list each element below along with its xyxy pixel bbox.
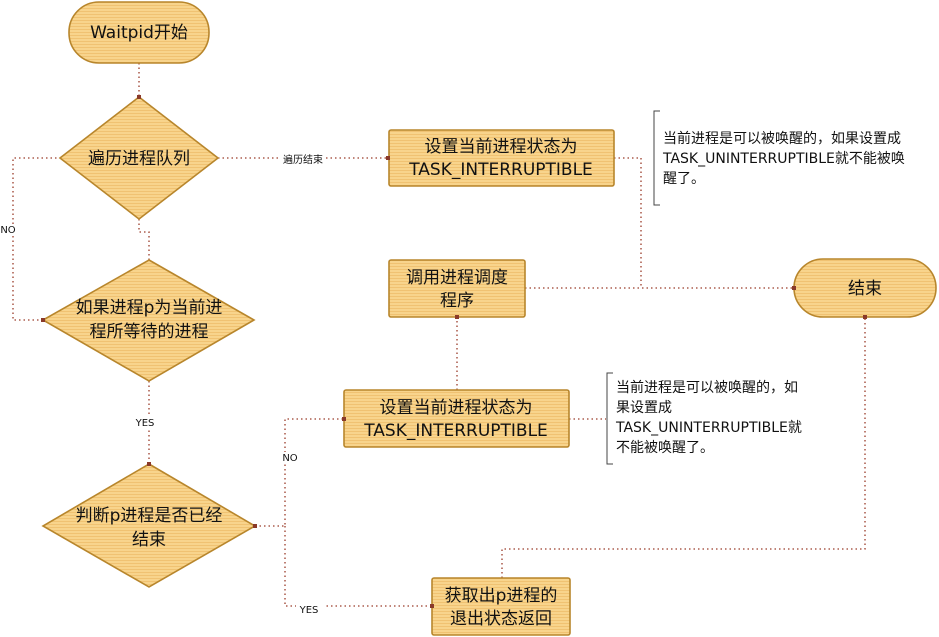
note-1-line-1: 当前进程是可以被唤醒的，如果设置成 <box>663 130 901 147</box>
edge-getexit-end <box>501 317 866 578</box>
check-p-decision: 如果进程p为当前进 程所等待的进程 <box>41 259 256 382</box>
edge-ended-setstate2 <box>255 418 344 527</box>
ended-label-2: 结束 <box>132 530 166 550</box>
note-1: 当前进程是可以被唤醒的，如果设置成 TASK_UNINTERRUPTIBLE就不… <box>653 110 905 206</box>
note-2-line-4: 不能被唤醒了。 <box>616 439 714 456</box>
note-1-line-3: 醒了。 <box>663 171 705 187</box>
note-2-line-3: TASK_UNINTERRUPTIBLE就 <box>615 420 802 436</box>
set-state-2-label-1: 设置当前进程状态为 <box>380 398 533 418</box>
note-1-line-2: TASK_UNINTERRUPTIBLE就不能被唤 <box>662 150 905 167</box>
edge-label-traverse-done: 遍历结束 <box>283 153 323 166</box>
set-state-1-label-2: TASK_INTERRUPTIBLE <box>408 160 593 180</box>
edge-label-no-2: NO <box>282 453 297 464</box>
edge-labels: 遍历结束 NO YES NO YES <box>0 153 326 616</box>
ports <box>41 95 867 608</box>
ended-label-1: 判断p进程是否已经 <box>76 506 223 526</box>
schedule-box: 调用进程调度 程序 <box>388 259 526 318</box>
note-2-line-2: 果设置成 <box>616 400 672 416</box>
edge-label-no-1: NO <box>0 225 15 236</box>
set-state-2-label-2: TASK_INTERRUPTIBLE <box>363 421 548 441</box>
ended-decision: 判断p进程是否已经 结束 <box>41 463 257 588</box>
edge-traverse-checkp <box>138 219 150 260</box>
end-label: 结束 <box>848 279 882 299</box>
schedule-label-2: 程序 <box>440 291 474 311</box>
start-node: Waitpid开始 <box>68 1 210 64</box>
note-2: 当前进程是可以被唤醒的，如 果设置成 TASK_UNINTERRUPTIBLE就… <box>606 372 802 465</box>
get-exit-box: 获取出p进程的 退出状态返回 <box>431 577 571 636</box>
start-label: Waitpid开始 <box>90 23 188 43</box>
schedule-label-1: 调用进程调度 <box>406 268 508 288</box>
edge-checkp-no-loop <box>12 157 60 321</box>
check-p-label-2: 程所等待的进程 <box>90 322 209 342</box>
check-p-label-1: 如果进程p为当前进 <box>76 298 223 318</box>
note-2-line-1: 当前进程是可以被唤醒的，如 <box>616 379 798 396</box>
edge-setstate1-end <box>614 157 642 288</box>
get-exit-label-2: 退出状态返回 <box>450 609 552 629</box>
set-state-2-box: 设置当前进程状态为 TASK_INTERRUPTIBLE <box>343 389 570 448</box>
get-exit-label-1: 获取出p进程的 <box>445 586 558 606</box>
edge-ended-getexit <box>284 526 432 607</box>
set-state-1-label-1: 设置当前进程状态为 <box>425 137 578 157</box>
end-node: 结束 <box>793 258 937 318</box>
edge-label-yes-2: YES <box>299 605 319 616</box>
traverse-label: 遍历进程队列 <box>88 149 190 169</box>
traverse-decision: 遍历进程队列 <box>58 95 220 221</box>
set-state-1-box: 设置当前进程状态为 TASK_INTERRUPTIBLE <box>388 129 615 187</box>
edge-label-yes-1: YES <box>135 418 155 429</box>
